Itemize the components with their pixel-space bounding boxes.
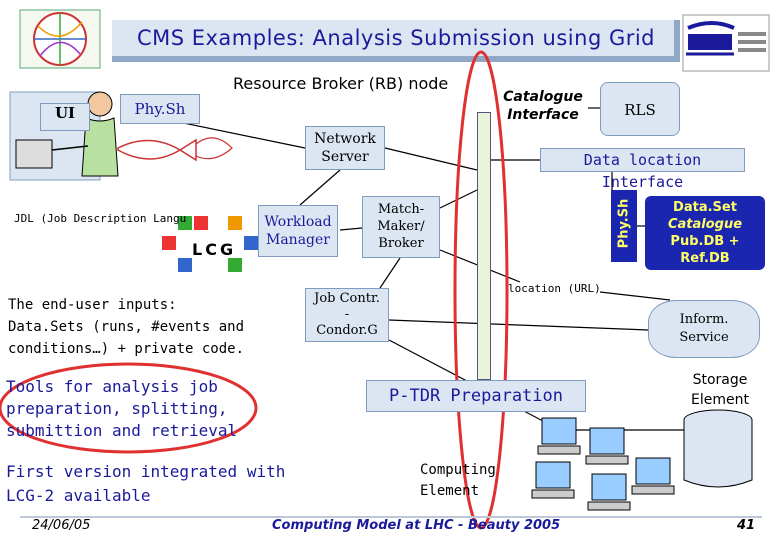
computer-icon	[587, 473, 631, 511]
dataset-catalogue-line1: Data.Set	[673, 200, 737, 215]
job-control-line1: Job Contr.	[314, 291, 380, 306]
infn-logo-icon	[682, 14, 770, 72]
catalogue-interface-label: Catalogue Interface	[498, 88, 588, 124]
end-user-line1: The end-user inputs:	[8, 297, 177, 313]
first-version-line1: First version integrated with	[6, 462, 286, 481]
jdl-label: JDL (Job Description Langu	[14, 212, 187, 225]
catalogue-interface-line1: Catalogue	[503, 89, 583, 105]
footer-divider	[20, 516, 762, 518]
slide-title: CMS Examples: Analysis Submission using …	[136, 26, 656, 50]
title-bar	[112, 20, 680, 62]
end-user-text: The end-user inputs: Data.Sets (runs, #e…	[8, 294, 244, 360]
network-server-line2: Server	[321, 149, 369, 165]
computing-element-line2: Element	[420, 483, 480, 499]
workload-manager-line2: Manager	[266, 232, 330, 248]
inform-service-box: Inform. Service	[648, 300, 760, 358]
dataset-catalogue-box: Data.Set Catalogue Pub.DB + Ref.DB	[645, 196, 765, 270]
lcg-label: LCG	[192, 240, 237, 259]
storage-element-line1: Storage	[692, 372, 748, 388]
first-version-text: First version integrated with LCG-2 avai…	[6, 460, 285, 508]
computing-element-line1: Computing	[420, 462, 496, 478]
network-server-box: Network Server	[305, 126, 385, 170]
tools-line3: submittion and retrieval	[6, 421, 238, 440]
storage-cylinder-icon	[683, 409, 753, 488]
match-maker-line3: Broker	[378, 236, 424, 251]
match-maker-box: Match- Maker/ Broker	[362, 196, 440, 258]
computer-icon	[631, 457, 675, 495]
physh-vertical-box: Phy.Sh	[611, 190, 637, 262]
first-version-line2: LCG-2 available	[6, 486, 151, 505]
computer-icon	[531, 461, 575, 499]
end-user-line2: Data.Sets (runs, #events and	[8, 319, 245, 335]
computer-icon	[537, 417, 581, 455]
inform-service-line1: Inform.	[679, 312, 729, 327]
network-server-line1: Network	[314, 131, 376, 147]
location-label: location (URL)	[508, 282, 601, 295]
information-bus-bar	[477, 112, 491, 380]
page-number: 41	[737, 518, 756, 533]
match-maker-line1: Match-	[377, 202, 425, 217]
footer-date: 24/06/05	[32, 518, 91, 533]
rls-box: RLS	[600, 82, 680, 136]
computer-icon	[585, 427, 629, 465]
end-user-line3: conditions…) + private code.	[8, 341, 245, 357]
workload-manager-line1: Workload	[264, 214, 332, 230]
workload-manager-box: Workload Manager	[258, 205, 338, 257]
storage-element-line2: Element	[691, 392, 749, 408]
tools-line2: preparation, splitting,	[6, 399, 228, 418]
catalogue-interface-line2: Interface	[507, 107, 579, 123]
fish-doodle-icon	[117, 137, 233, 162]
physh-vertical-label: Phy.Sh	[616, 198, 632, 249]
ui-box: UI	[40, 103, 90, 131]
cms-logo-icon	[19, 9, 101, 69]
storage-element-label: Storage Element	[680, 370, 760, 410]
tools-text: Tools for analysis job preparation, spli…	[6, 376, 237, 442]
footer-title: Computing Model at LHC - Beauty 2005	[272, 518, 561, 533]
job-control-box: Job Contr. - Condor.G	[305, 288, 389, 342]
resource-broker-label: Resource Broker (RB) node	[233, 74, 449, 93]
ptdr-box: P-TDR Preparation	[366, 380, 586, 412]
computing-element-label: Computing Element	[420, 460, 496, 502]
data-location-interface-box: Data location Interface	[540, 148, 745, 191]
dataset-catalogue-line2: Catalogue	[667, 217, 743, 232]
inform-service-line2: Service	[679, 330, 729, 345]
job-control-line3: Condor.G	[316, 323, 378, 338]
job-control-line2: -	[344, 307, 350, 322]
physh-user-box: Phy.Sh	[120, 94, 200, 124]
tools-line1: Tools for analysis job	[6, 377, 218, 396]
lcg-logo-icon	[162, 216, 258, 272]
match-maker-line2: Maker/	[377, 219, 425, 234]
dataset-catalogue-line3: Pub.DB + Ref.DB	[670, 234, 740, 266]
